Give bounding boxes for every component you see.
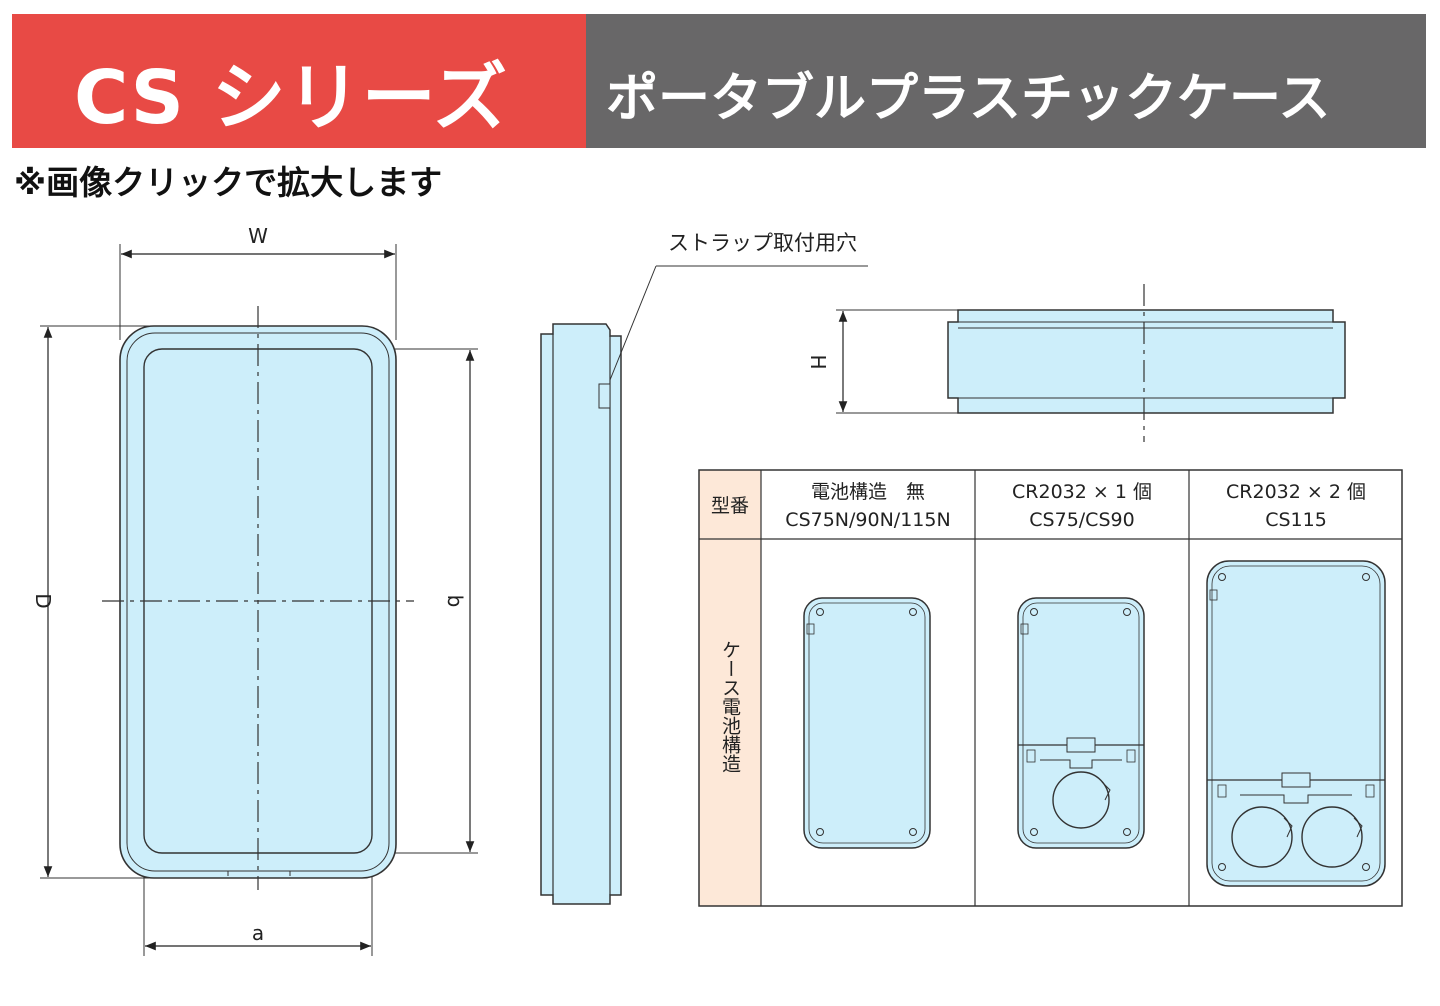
dimension-label-d: D <box>31 593 55 608</box>
height-view: H <box>806 284 1346 442</box>
row-header-model: 型番 <box>711 495 749 517</box>
product-title: ポータブルプラスチックケース <box>606 69 1331 129</box>
col1-models: CS75N/90N/115N <box>785 509 950 531</box>
series-title: CS シリーズ <box>74 55 509 141</box>
col2-models: CS75/CS90 <box>1029 509 1134 531</box>
col3-battery: CR2032 × 2 個 <box>1226 481 1366 503</box>
front-view: W D b a <box>31 224 478 956</box>
side-view: ストラップ取付用穴 <box>540 231 868 905</box>
battery-structure-table: 型番 ケース電池構造 電池構造 無 CS75N/90N/115N CR2032 … <box>698 469 1403 907</box>
case-no-battery <box>803 597 931 849</box>
product-banner: ポータブルプラスチックケース <box>586 14 1426 148</box>
dimension-label-w: W <box>248 224 268 248</box>
case-one-battery <box>1017 597 1145 849</box>
zoom-note: ※画像クリックで拡大します <box>14 163 443 202</box>
dimension-label-h: H <box>806 354 830 369</box>
dimension-label-b: b <box>443 595 467 608</box>
case-two-batteries <box>1206 560 1386 887</box>
series-banner: CS シリーズ <box>12 14 586 148</box>
col2-battery: CR2032 × 1 個 <box>1012 481 1152 503</box>
dimension-label-a: a <box>252 921 264 945</box>
col1-battery: 電池構造 無 <box>811 481 925 503</box>
col3-models: CS115 <box>1265 509 1327 531</box>
row-header-structure: ケース電池構造 <box>719 640 741 773</box>
strap-hole-callout: ストラップ取付用穴 <box>668 231 857 255</box>
